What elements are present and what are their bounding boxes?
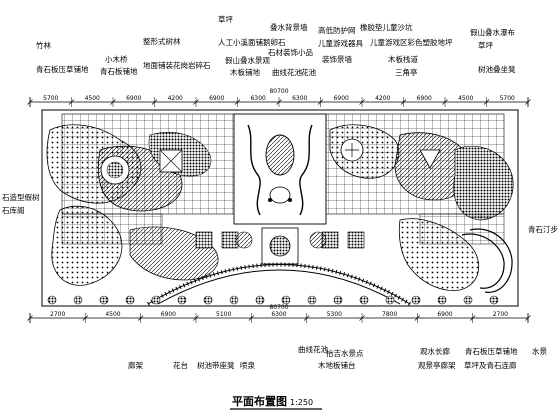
top-label: 树池叠坐凳 xyxy=(478,64,516,74)
dimension-text: 2700 xyxy=(493,311,508,318)
dimension-text: 4500 xyxy=(85,95,100,102)
bottom-label: 抬吉水景点 xyxy=(326,348,364,358)
tree-symbol xyxy=(489,295,499,305)
dimension-text: 6300 xyxy=(251,95,266,102)
tree-symbol xyxy=(229,295,239,305)
bottom-label: 草坪及青石连廊 xyxy=(464,360,517,370)
top-label: 高低防护网 xyxy=(318,25,356,35)
top-label: 青石板铺地 xyxy=(100,66,138,76)
top-label: 儿童游戏区彩色塑胶地坪 xyxy=(370,37,453,47)
top-label: 竹林 xyxy=(36,40,51,50)
top-label: 石材装饰小品 xyxy=(268,47,313,57)
dimension-text: 4500 xyxy=(105,311,120,318)
dimension-text: 4500 xyxy=(458,95,473,102)
top-label: 小木桥 xyxy=(105,54,128,64)
bottom-label: 曲线花池 xyxy=(298,344,328,354)
dimension-text: 4200 xyxy=(168,95,183,102)
dimension-text: 2700 xyxy=(50,311,65,318)
tree-symbol xyxy=(99,295,109,305)
dimension-text: 5300 xyxy=(327,311,342,318)
top-label: 草坪 xyxy=(218,14,233,24)
top-label: 草坪 xyxy=(478,40,493,50)
tree-symbol xyxy=(463,295,473,305)
dimension-text: 4200 xyxy=(375,95,390,102)
top-label: 三角亭 xyxy=(395,67,418,77)
dimension-text: 6900 xyxy=(161,311,176,318)
tree-symbol xyxy=(125,295,135,305)
bottom-label: 花台 xyxy=(173,360,188,370)
top-label: 青石板压草铺地 xyxy=(36,64,89,74)
dimension-text: 6900 xyxy=(126,95,141,102)
top-label: 木板铺地 xyxy=(230,67,260,77)
dimension-text: 6300 xyxy=(271,311,286,318)
dimension-total: 80700 xyxy=(269,304,288,311)
top-label: 假山叠水景观 xyxy=(225,55,270,65)
right-label: 青石汀步 xyxy=(528,224,558,234)
dimension-text: 6900 xyxy=(209,95,224,102)
tree-symbol xyxy=(47,295,57,305)
dimension-text: 5700 xyxy=(500,95,515,102)
dimension-text: 6300 xyxy=(292,95,307,102)
top-label: 装饰景墙 xyxy=(322,54,352,64)
tree-symbol xyxy=(359,295,369,305)
top-label: 地面铺装花岗岩碎石 xyxy=(143,60,211,70)
dimension-text: 6900 xyxy=(334,95,349,102)
bottom-label: 廊架 xyxy=(128,360,143,370)
tree-symbol xyxy=(437,295,447,305)
tree-row xyxy=(47,295,499,305)
top-label: 人工小溪面铺鹅卵石 xyxy=(218,37,286,47)
top-label: 花池 xyxy=(301,67,316,77)
bottom-label: 喷泉 xyxy=(240,360,255,370)
drawing-title: 平面布置图 1:250 xyxy=(230,394,322,410)
top-label: 橡胶垫儿童沙坑 xyxy=(360,22,413,32)
tree-symbol xyxy=(203,295,213,305)
right-garden xyxy=(325,113,514,293)
bottom-label: 观水长廊 xyxy=(420,346,450,356)
bottom-labels: 廊架 花台 树池带座凳 喷泉 曲线花池 抬吉水景点 木地板铺台 观水长廊 观景亭… xyxy=(128,344,547,370)
dimension-text: 7800 xyxy=(382,311,397,318)
tree-symbol xyxy=(151,295,161,305)
top-label: 叠水背景墙 xyxy=(270,22,308,32)
tree-symbol xyxy=(385,295,395,305)
top-label: 曲线花池 xyxy=(272,67,302,77)
dimension-text: 5100 xyxy=(216,311,231,318)
top-label: 整形式树林 xyxy=(143,36,181,46)
bottom-label: 水景 xyxy=(532,346,547,356)
site-boundary xyxy=(41,109,519,307)
tree-symbol xyxy=(307,295,317,305)
arc-walkway xyxy=(146,262,412,306)
tree-symbol xyxy=(177,295,187,305)
plan-scale: 1:250 xyxy=(290,398,313,407)
top-dimension-line: 5700 4500 6900 4200 6900 6300 6300 6900 4200 6900… xyxy=(27,88,531,107)
tree-symbol xyxy=(73,295,83,305)
tree-symbol xyxy=(281,295,291,305)
left-garden xyxy=(46,113,235,286)
top-label: 儿童游戏器具 xyxy=(318,38,363,48)
tree-symbol xyxy=(255,295,265,305)
dimension-text: 5700 xyxy=(43,95,58,102)
left-label: 石库阁 xyxy=(2,205,25,215)
bottom-label: 树池带座凳 xyxy=(197,360,235,370)
bottom-label: 青石板压草铺地 xyxy=(465,346,518,356)
top-label: 木板栈道 xyxy=(388,54,418,64)
bottom-label: 观景亭廊架 xyxy=(418,360,456,370)
dimension-text: 6900 xyxy=(437,311,452,318)
bottom-dimension-line: 2700 4500 6900 5100 6300 5300 7800 6900 2700 8070… xyxy=(27,304,531,323)
center-plaza xyxy=(195,113,365,265)
dimension-total: 80700 xyxy=(269,88,288,95)
top-label: 假山叠水瀑布 xyxy=(470,27,515,37)
tree-symbol xyxy=(411,295,421,305)
top-labels: 竹林 青石板压草铺地 小木桥 青石板铺地 整形式树林 地面铺装花岗岩碎石 草坪 … xyxy=(36,14,516,77)
left-label: 石造型假树 xyxy=(2,192,40,202)
plan-title: 平面布置图 xyxy=(232,394,287,408)
bottom-label: 木地板铺台 xyxy=(318,360,356,370)
tree-symbol xyxy=(333,295,343,305)
dimension-text: 6900 xyxy=(417,95,432,102)
